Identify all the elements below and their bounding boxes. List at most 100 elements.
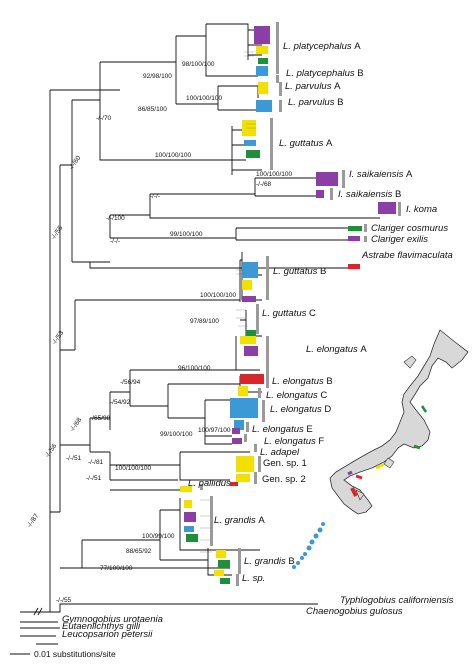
clade-label-leuc: Leucopsarion petersii [62, 629, 153, 640]
clade-genus: L. [272, 376, 283, 387]
clade-label-clar-e: Clariger exilis [371, 234, 428, 245]
clade-species: pallidus [198, 478, 231, 489]
clade-label-plat-a: L. platycephalus A [283, 41, 361, 52]
green-region-marker [413, 444, 421, 450]
clade-letter: B [326, 376, 332, 387]
support-value: -/-/70 [96, 115, 112, 122]
clade-label-gen1: Gen. sp. 1 [263, 458, 307, 469]
clade-species: adapel [271, 447, 300, 458]
clade-letter: A [326, 138, 333, 149]
clade-species: platycephalus [296, 68, 358, 79]
clade-species: grandis [225, 515, 259, 526]
support-value: 100/100/100 [186, 95, 223, 102]
clade-label-gutt-b: L. guttatus B [273, 266, 326, 277]
clade-genus: L. [264, 436, 275, 447]
clade-genus: L. [214, 515, 225, 526]
clade-genus: I. [349, 169, 357, 180]
clade-label-astr: Astrabe flavimaculata [361, 250, 453, 261]
clade-species: elongatus [263, 424, 307, 435]
support-value: -/-/68 [69, 416, 84, 433]
clade-genus: L. [262, 308, 273, 319]
clade-bars [200, 22, 401, 586]
clade-label-gran-b: L. grandis B [244, 556, 295, 567]
clade-genus: L. [188, 478, 199, 489]
clade-genus: L. [266, 390, 277, 401]
clade-species: saikaiensis [346, 189, 395, 200]
purple-region-marker [347, 470, 353, 476]
clade-label-lsp: L. sp. [242, 573, 265, 584]
support-value: 86/85/100 [138, 106, 167, 113]
clade-label-saik-a: I. saikaiensis A [349, 169, 413, 180]
support-value: -/-/51 [86, 475, 102, 482]
clade-genus: L. [283, 41, 294, 52]
clade-genus: L. [244, 556, 255, 567]
clade-label-elon-a: L. elongatus A [306, 344, 367, 355]
support-value: -/-/87 [26, 512, 41, 529]
clade-letter: D [324, 404, 331, 415]
support-value: 100/100/100 [200, 292, 237, 299]
clade-letter: C [320, 390, 327, 401]
clade-letter: F [318, 436, 324, 447]
clade-genus: L. [286, 68, 297, 79]
support-value: 77/100/100 [100, 565, 133, 572]
support-value: -/-/- [150, 193, 160, 200]
support-value: -/-/56 [44, 442, 59, 459]
clade-letter: C [309, 308, 316, 319]
clade-species: elongatus [275, 436, 319, 447]
clade-label-gymn: Gymnogobius urotaenia [62, 614, 163, 625]
clade-label-elon-c: L. elongatus C [266, 390, 327, 401]
clade-letter: A [360, 344, 367, 355]
support-value: 100/99/100 [142, 533, 175, 540]
clade-letter: A [334, 81, 341, 92]
clade-label-parv-b: L. parvulus B [288, 97, 343, 108]
support-value: 100/100/100 [115, 465, 152, 472]
clade-species: guttatus [290, 138, 326, 149]
clade-letter: A [258, 515, 265, 526]
support-value: -/-/100 [106, 215, 125, 222]
island-shape [355, 489, 365, 501]
clade-species: koma [414, 204, 437, 215]
island-shape [383, 457, 395, 469]
clade-species: sp. [253, 573, 266, 584]
support-value: 99/100/100 [170, 231, 203, 238]
yellow-region-marker [375, 462, 385, 470]
clade-letter: B [337, 97, 343, 108]
scale-bar-label: 0.01 substitutions/site [34, 649, 116, 659]
support-value: 88/65/92 [126, 548, 152, 555]
clade-genus: I. [338, 189, 346, 200]
clade-species: saikaiensis [357, 169, 406, 180]
japan-inset-map [292, 329, 469, 569]
support-value: 96/100/100 [178, 365, 211, 372]
clade-genus: L. [270, 404, 281, 415]
clade-species: grandis [255, 556, 289, 567]
clade-species: parvulus [295, 81, 335, 92]
support-value: -/-/53 [51, 329, 66, 346]
clade-species: guttatus [273, 308, 309, 319]
clade-genus: L. [279, 138, 290, 149]
clade-species: elongatus [283, 376, 327, 387]
clade-label-saik-b: I. saikaiensis B [338, 189, 401, 200]
support-value: 99/100/100 [160, 431, 193, 438]
clade-labels: L. platycephalus AL. platycephalus BL. p… [62, 41, 454, 640]
clade-species: elongatus [277, 390, 321, 401]
clade-label-adap: L. adapel [260, 447, 300, 458]
japan-landmass [329, 329, 469, 515]
red-region-marker [350, 487, 358, 497]
clade-genus: I. [406, 204, 414, 215]
root-break-mark [33, 607, 43, 616]
clade-genus: L. [260, 447, 271, 458]
clade-genus: L. [252, 424, 263, 435]
support-value: 100/97/100 [198, 427, 231, 434]
clade-genus: L. [285, 81, 296, 92]
clade-genus: L. [273, 266, 284, 277]
clade-letter: B [395, 189, 401, 200]
support-value: -/-/- [110, 238, 120, 245]
clade-species: elongatus [317, 344, 361, 355]
tip-label-texture [200, 51, 258, 553]
clade-letter: A [354, 41, 361, 52]
support-value: -/-/81 [88, 459, 104, 466]
support-value: -/-/55 [50, 224, 65, 241]
clade-label-elon-b: L. elongatus B [272, 376, 333, 387]
